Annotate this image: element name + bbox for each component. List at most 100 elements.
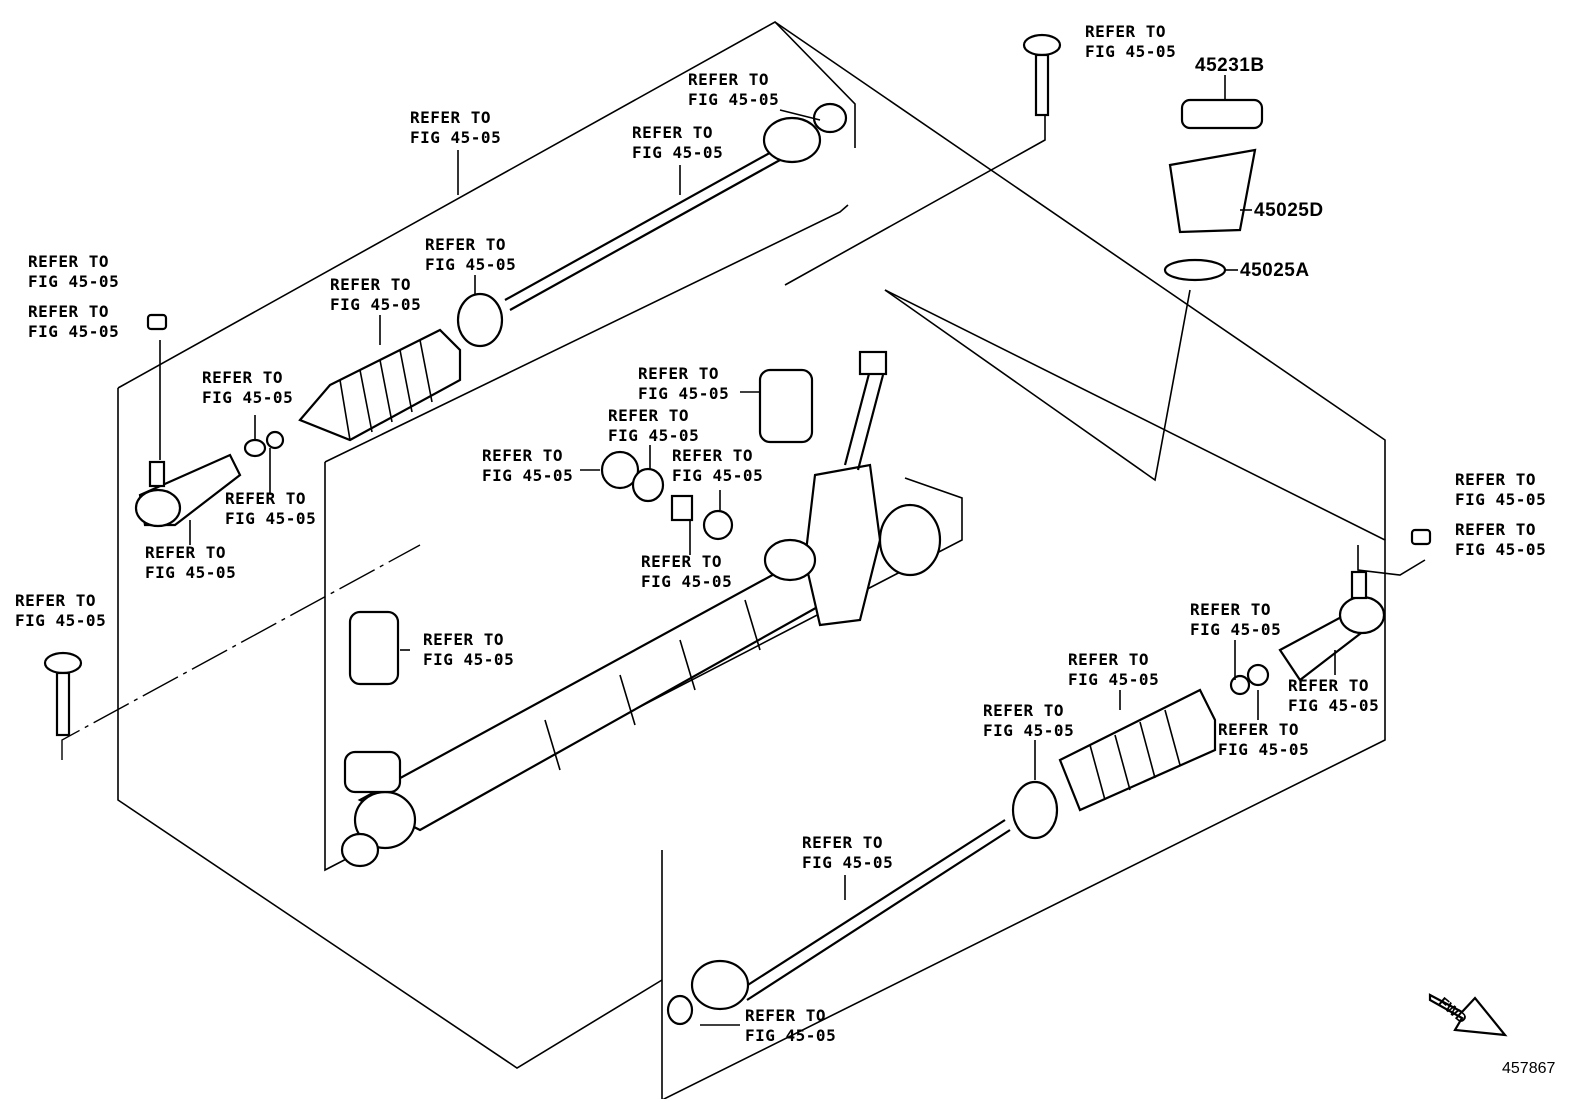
yoke-spring	[670, 494, 694, 522]
boot-upper	[298, 292, 504, 442]
rack-guide	[702, 509, 734, 541]
bolt-top	[1022, 33, 1062, 117]
frame-outline-right	[661, 289, 1386, 1102]
refer-line1: REFER TO	[145, 543, 227, 562]
refer-line1: REFER TO	[330, 275, 412, 294]
refer-line2: FIG 45-05	[638, 384, 730, 403]
part-number-45025A: 45025A	[1240, 260, 1310, 281]
bushing-cap-45231B	[1180, 98, 1264, 130]
refer-line1: REFER TO	[745, 1006, 827, 1025]
refer-line1: REFER TO	[225, 489, 307, 508]
tie-rod-lower	[666, 819, 1011, 1026]
refer-line1: REFER TO	[1455, 470, 1537, 489]
refer-line1: REFER TO	[15, 591, 97, 610]
refer-line2: FIG 45-05	[145, 563, 237, 582]
tie-rod-end-right	[1229, 528, 1432, 696]
refer-line1: REFER TO	[1218, 720, 1300, 739]
part-number-45231B: 45231B	[1195, 55, 1265, 76]
tie-rod-end-right-leader	[1357, 545, 1426, 576]
refer-line1: REFER TO	[638, 364, 720, 383]
refer-line1: REFER TO	[482, 446, 564, 465]
refer-line2: FIG 45-05	[1455, 540, 1547, 559]
refer-line1: REFER TO	[423, 630, 505, 649]
refer-line2: FIG 45-05	[1288, 696, 1380, 715]
refer-line1: REFER TO	[28, 252, 110, 271]
refer-line2: FIG 45-05	[1218, 740, 1310, 759]
refer-line1: REFER TO	[608, 406, 690, 425]
bushing-left	[348, 610, 400, 686]
refer-line2: FIG 45-05	[15, 611, 107, 630]
refer-line2: FIG 45-05	[1190, 620, 1282, 639]
ring-45025A	[1163, 258, 1227, 282]
frame-outline-left	[117, 21, 856, 389]
rack-housing	[340, 558, 832, 868]
refer-line2: FIG 45-05	[225, 509, 317, 528]
refer-line2: FIG 45-05	[983, 721, 1075, 740]
refer-line2: FIG 45-05	[482, 466, 574, 485]
refer-line2: FIG 45-05	[1085, 42, 1177, 61]
figure-number: 457867	[1502, 1060, 1556, 1077]
refer-line2: FIG 45-05	[672, 466, 764, 485]
label-leaders	[159, 109, 1336, 1026]
refer-line2: FIG 45-05	[28, 272, 120, 291]
refer-line1: REFER TO	[688, 70, 770, 89]
refer-line2: FIG 45-05	[802, 853, 894, 872]
refer-line2: FIG 45-05	[632, 143, 724, 162]
refer-line1: REFER TO	[425, 235, 507, 254]
tie-rod-end-left	[134, 313, 285, 528]
refer-line2: FIG 45-05	[1455, 490, 1547, 509]
refer-line2: FIG 45-05	[608, 426, 700, 445]
boot-lower	[1011, 688, 1217, 840]
refer-line1: REFER TO	[28, 302, 110, 321]
refer-line2: FIG 45-05	[425, 255, 517, 274]
refer-line1: REFER TO	[1455, 520, 1537, 539]
refer-line1: REFER TO	[983, 701, 1065, 720]
refer-line1: REFER TO	[1068, 650, 1150, 669]
refer-line1: REFER TO	[672, 446, 754, 465]
boot-45025D	[1168, 148, 1257, 234]
pinion-valve-body	[763, 350, 942, 627]
centerline-left	[61, 544, 421, 760]
frame-outline-dashed	[784, 110, 1046, 286]
bolt-left	[43, 651, 83, 737]
refer-line2: FIG 45-05	[1068, 670, 1160, 689]
frame-outline-left-lower	[117, 388, 663, 1069]
fwd-arrow-icon	[1428, 993, 1508, 1037]
refer-line2: FIG 45-05	[641, 572, 733, 591]
frame-outline-inner-top	[324, 204, 849, 463]
refer-line2: FIG 45-05	[688, 90, 780, 109]
frame-outline-right-top	[774, 21, 1386, 540]
refer-line1: REFER TO	[410, 108, 492, 127]
refer-line2: FIG 45-05	[410, 128, 502, 147]
refer-line2: FIG 45-05	[28, 322, 120, 341]
refer-line2: FIG 45-05	[202, 388, 294, 407]
refer-line1: REFER TO	[632, 123, 714, 142]
yoke-plug	[600, 450, 640, 490]
yoke-nut	[631, 467, 665, 503]
refer-line2: FIG 45-05	[330, 295, 422, 314]
refer-line1: REFER TO	[1085, 22, 1167, 41]
